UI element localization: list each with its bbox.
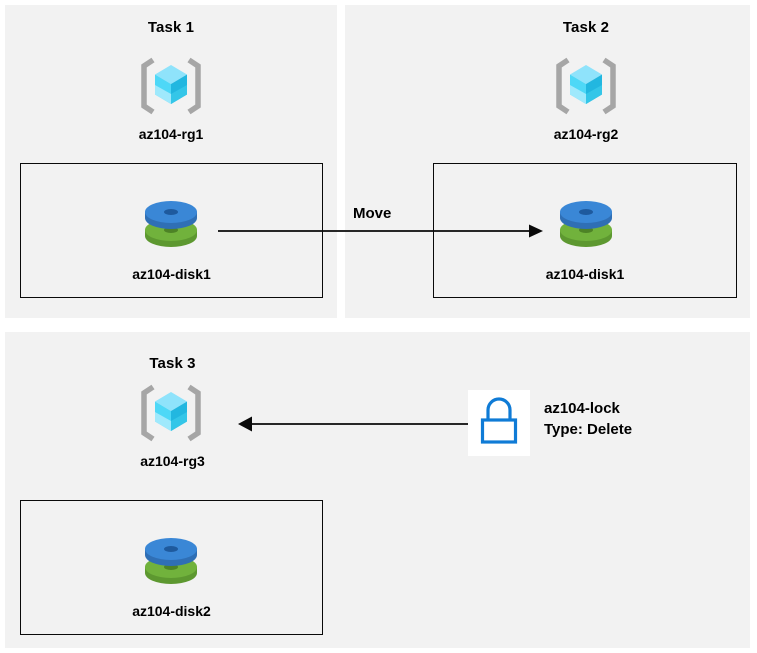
move-arrow-label: Move xyxy=(353,205,392,222)
disk-label-1: az104-disk1 xyxy=(132,266,211,282)
managed-disk-icon xyxy=(554,199,618,257)
lock-name: az104-lock xyxy=(544,400,620,417)
resource-group-label-3: az104-rg3 xyxy=(140,453,205,469)
resource-group-label-1: az104-rg1 xyxy=(138,126,204,142)
resource-group-icon xyxy=(554,57,618,115)
lock-card xyxy=(468,390,530,456)
resource-group-label-2: az104-rg2 xyxy=(553,126,619,142)
disk-label-2: az104-disk1 xyxy=(545,266,625,282)
move-arrow xyxy=(218,224,543,238)
managed-disk-icon xyxy=(139,536,203,594)
resource-group-icon xyxy=(139,57,203,115)
task-3-heading: Task 3 xyxy=(149,355,196,372)
task-1-heading: Task 1 xyxy=(147,19,195,36)
resource-group-icon xyxy=(139,384,203,442)
managed-disk-icon xyxy=(139,199,203,257)
lock-arrow xyxy=(238,416,478,432)
disk-label-3: az104-disk2 xyxy=(132,603,211,619)
task-2-heading: Task 2 xyxy=(562,19,610,36)
lock-text-block: az104-lock Type: Delete xyxy=(544,398,754,440)
lock-icon xyxy=(480,397,518,444)
lock-type: Type: Delete xyxy=(544,421,633,438)
